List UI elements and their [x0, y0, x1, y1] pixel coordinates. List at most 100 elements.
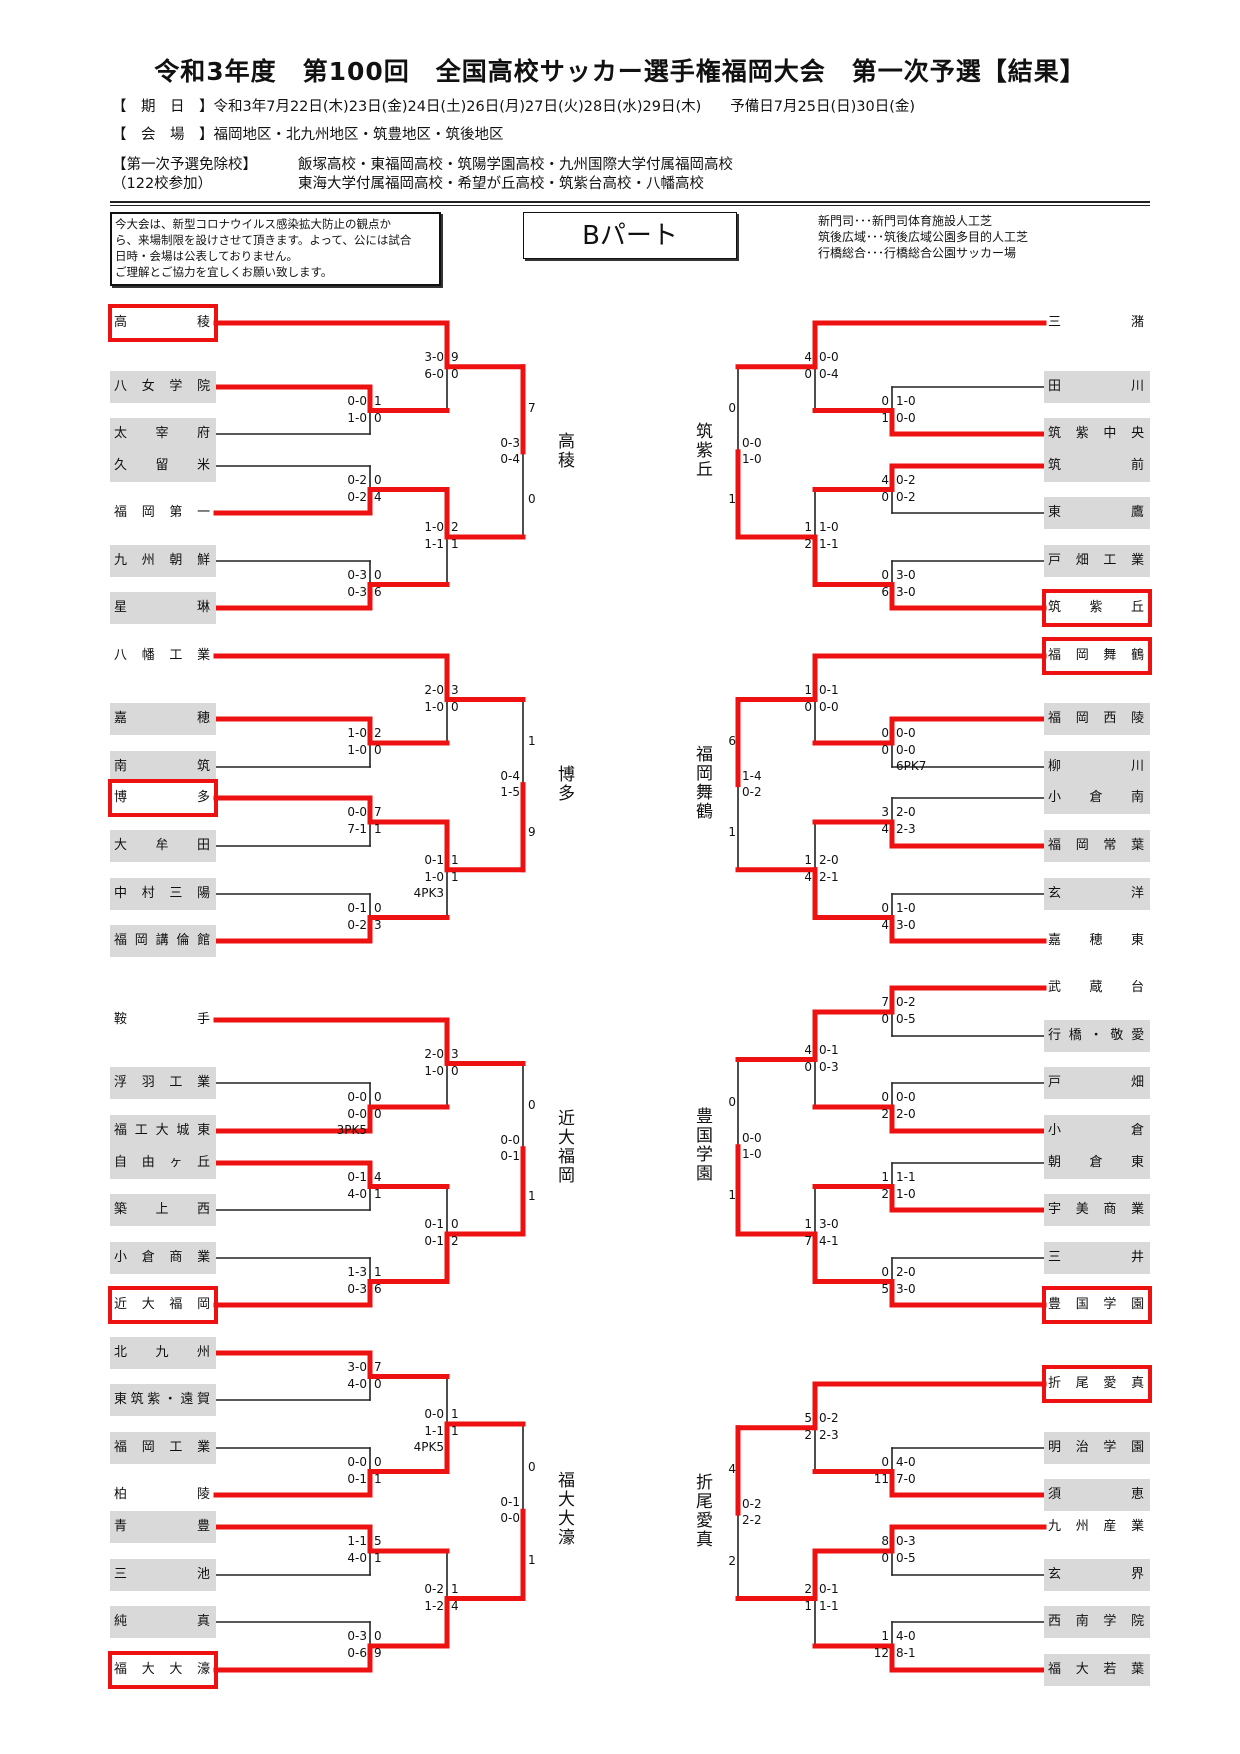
venue-line: 【 会 場 】福岡地区・北九州地区・筑豊地区・筑後地区 — [112, 127, 504, 143]
total-score: 0 — [374, 1376, 382, 1391]
total-score: 1 — [451, 537, 459, 551]
half-score: 2-1 — [819, 869, 839, 884]
team-cell: 星琳 — [110, 592, 216, 624]
half-score: 3-0 — [896, 917, 916, 932]
team-cell: 九州産業 — [1044, 1511, 1150, 1543]
team-name: 嘉穂東 — [1048, 933, 1173, 948]
team-name: 福岡常葉 — [1048, 838, 1159, 853]
team-name: 筑紫中央 — [1048, 426, 1159, 441]
team-cell: 豊国学園 — [1042, 1286, 1152, 1324]
half-score: 3-0 — [896, 1281, 916, 1296]
total-score: 0 — [374, 900, 382, 915]
team-name: 行橋・敬愛 — [1048, 1028, 1153, 1043]
total-score: 4 — [728, 1462, 736, 1477]
team-name: 小倉 — [1048, 1123, 1215, 1138]
half-score: 2-3 — [819, 1427, 839, 1442]
team-name: 築上西 — [114, 1202, 239, 1217]
total-score: 0 — [804, 699, 812, 714]
team-name: 福岡西陵 — [1048, 711, 1159, 726]
total-score: 1 — [451, 1424, 459, 1438]
team-name: 小倉商業 — [114, 1250, 225, 1265]
half-score: 0-3 — [347, 567, 367, 582]
total-score: 0 — [728, 401, 736, 416]
team-name: 福工大城東 — [114, 1123, 219, 1138]
half-score: 3-0 — [819, 1217, 839, 1231]
total-score: 0 — [528, 492, 536, 507]
team-name: 東鷹 — [1048, 505, 1215, 520]
total-score: 3 — [881, 805, 889, 819]
half-score: 2-0 — [819, 852, 839, 867]
team-name: 三潴 — [1048, 315, 1215, 330]
total-score: 0 — [881, 743, 889, 757]
half-score: 0-4 — [819, 366, 839, 381]
half-score: 0-0 — [896, 726, 916, 740]
total-score: 0 — [881, 726, 889, 740]
total-score: 0 — [804, 1059, 812, 1074]
total-score: 1 — [728, 1188, 736, 1203]
team-name: 八幡工業 — [114, 648, 225, 663]
team-cell: 宇美商業 — [1044, 1194, 1150, 1226]
total-score: 8 — [881, 1534, 889, 1548]
total-score: 12 — [873, 1646, 889, 1660]
half-score: 1-0 — [424, 699, 444, 714]
half-score: 0-1 — [424, 1234, 444, 1248]
total-score: 0 — [451, 1217, 459, 1231]
total-score: 1 — [881, 1629, 889, 1643]
team-cell: 東筑紫・遠賀 — [110, 1384, 216, 1416]
half-score: 2-0 — [424, 682, 444, 697]
total-score: 0 — [881, 1454, 889, 1469]
total-score: 1 — [451, 869, 459, 884]
team-name: 戸畑 — [1048, 1075, 1215, 1090]
team-cell: 浮羽工業 — [110, 1067, 216, 1099]
pk-score: 3PK5 — [336, 1123, 367, 1137]
team-cell: 福大大濠 — [108, 1651, 218, 1689]
team-cell: 久留米 — [110, 450, 216, 482]
team-cell: 福岡第一 — [110, 497, 216, 529]
total-score: 2 — [804, 1427, 812, 1442]
half-score: 0-2 — [347, 489, 367, 504]
block-winner-label: 博多 — [554, 764, 574, 803]
total-score: 4 — [804, 869, 812, 884]
half-score: 2-0 — [424, 1046, 444, 1061]
exempt-schools-line2: 東海大学付属福岡高校・希望が丘高校・筑紫台高校・八幡高校 — [298, 176, 704, 192]
team-name: 久留米 — [114, 458, 239, 473]
half-score: 1-0 — [347, 726, 367, 740]
block-winner-label: 豊国学園 — [692, 1106, 712, 1183]
total-score: 0 — [881, 567, 889, 582]
half-score: 0-3 — [347, 1281, 367, 1296]
half-score: 0-3 — [347, 584, 367, 599]
team-cell: 小倉商業 — [110, 1242, 216, 1274]
half-score: 0-5 — [896, 1012, 916, 1026]
team-cell: 嘉穂東 — [1044, 925, 1150, 957]
half-score: 1-1 — [896, 1169, 916, 1184]
total-score: 0 — [451, 699, 459, 714]
team-cell: 高稜 — [108, 304, 218, 342]
total-score: 0 — [881, 393, 889, 408]
half-score: 8-1 — [896, 1646, 916, 1660]
total-score: 1 — [451, 1407, 459, 1421]
team-cell: 三潴 — [1044, 307, 1150, 339]
total-score: 2 — [881, 1107, 889, 1121]
total-score: 6 — [881, 584, 889, 599]
total-score: 5 — [881, 1281, 889, 1296]
half-score: 4-1 — [819, 1234, 839, 1248]
half-score: 0-4 — [500, 768, 520, 783]
total-score: 2 — [728, 1553, 736, 1568]
team-name: 大牟田 — [114, 838, 239, 853]
total-score: 2 — [451, 1234, 459, 1248]
notice-line: 今大会は、新型コロナウイルス感染拡大防止の観点か — [115, 217, 391, 231]
half-score: 0-0 — [742, 435, 762, 450]
team-name: 豊国学園 — [1048, 1297, 1159, 1312]
team-cell: 田川 — [1044, 371, 1150, 403]
team-cell: 須恵 — [1044, 1479, 1150, 1511]
total-score: 1 — [451, 852, 459, 867]
team-name: 博多 — [114, 790, 281, 805]
total-score: 1 — [728, 492, 736, 507]
total-score: 0 — [374, 567, 382, 582]
total-score: 2 — [374, 726, 382, 740]
total-score: 9 — [374, 1646, 382, 1660]
half-score: 4-0 — [347, 1186, 367, 1201]
team-name: 中村三陽 — [114, 886, 225, 901]
pk-score: 4PK3 — [413, 885, 444, 900]
half-score: 0-1 — [819, 1581, 839, 1596]
